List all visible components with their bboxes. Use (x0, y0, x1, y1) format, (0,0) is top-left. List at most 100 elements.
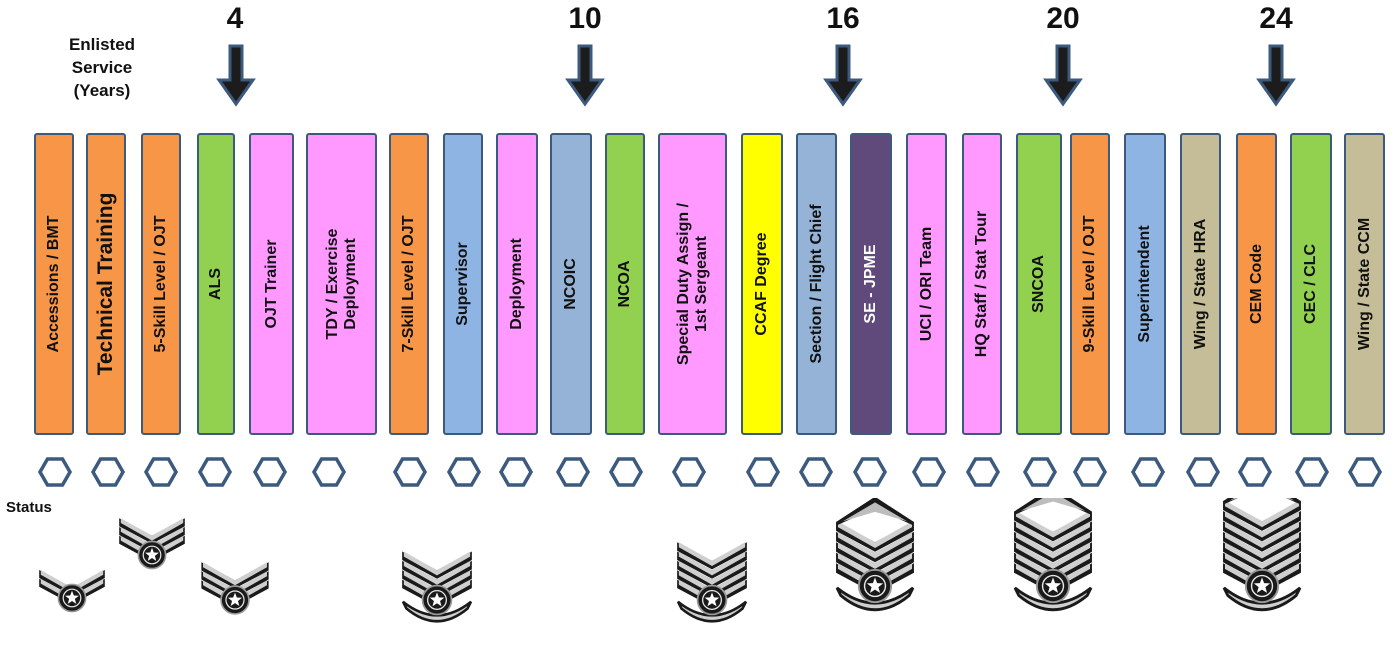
stage-label-line: NCOIC (562, 258, 580, 310)
status-hexagon-icon (392, 457, 428, 487)
status-hexagon-icon (745, 457, 781, 487)
stage-label: ALS (207, 268, 225, 300)
stage-label-line: SNCOA (1030, 255, 1048, 313)
stage-bar: Technical Training (86, 133, 126, 435)
status-hexagon-icon (1294, 457, 1330, 487)
stage-bar: 9-Skill Level / OJT (1070, 133, 1110, 435)
stage-label: Accessions / BMT (45, 216, 63, 353)
status-hexagon-icon (1022, 457, 1058, 487)
stage-label-line: Section / Flight Chief (807, 204, 825, 364)
status-hexagon-icon (555, 457, 591, 487)
stage-label: Section / Flight Chief (808, 204, 826, 363)
stage-bar: Special Duty Assign /1st Sergeant (658, 133, 727, 435)
master-sergeant-insignia (676, 542, 748, 623)
stage-label: UCI / ORI Team (918, 227, 936, 341)
status-hexagon-icon (311, 457, 347, 487)
status-hexagons (37, 457, 1383, 487)
year-marker-4: 4 (226, 2, 244, 35)
down-arrow-icon (565, 44, 605, 107)
stage-label: Wing / State HRA (1192, 219, 1210, 350)
stage-label: Technical Training (94, 193, 118, 376)
stage-bar: Wing / State HRA (1180, 133, 1221, 435)
stage-label: 9-Skill Level / OJT (1081, 216, 1099, 353)
stage-label: Supervisor (454, 242, 472, 326)
status-hexagon-icon (911, 457, 947, 487)
stage-label-line: CCAF Degree (753, 232, 771, 336)
stage-bar: OJT Trainer (249, 133, 294, 435)
stage-bar: CCAF Degree (741, 133, 783, 435)
stage-label-line: OJT Trainer (262, 239, 280, 329)
down-arrow-icon (216, 44, 256, 107)
status-hexagon-icon (1130, 457, 1166, 487)
stage-bar: SE - JPME (850, 133, 892, 435)
stage-bar: Accessions / BMT (34, 133, 74, 435)
stage-label-line: 7-Skill Level / OJT (400, 215, 418, 353)
status-hexagon-icon (608, 457, 644, 487)
service-label-line-3: (Years) (73, 80, 131, 100)
stage-label-line: Technical Training (94, 192, 118, 376)
stage-label-line: HQ Staff / Stat Tour (973, 210, 991, 358)
status-hexagon-icon (798, 457, 834, 487)
status-hexagon-icon (1185, 457, 1221, 487)
status-hexagon-icon (852, 457, 888, 487)
status-hexagon-icon (1347, 457, 1383, 487)
stage-bar: CEC / CLC (1290, 133, 1332, 435)
stage-bar: UCI / ORI Team (906, 133, 947, 435)
stage-bar: 5-Skill Level / OJT (141, 133, 181, 435)
senior-airman-insignia (119, 518, 185, 570)
status-hexagon-icon (1237, 457, 1273, 487)
stage-label-line: CEM Code (1247, 244, 1265, 324)
stage-label: HQ Staff / Stat Tour (973, 211, 991, 357)
down-arrow-icon (1043, 44, 1083, 107)
stage-label: 5-Skill Level / OJT (152, 216, 170, 353)
service-label-line-2: Service (71, 57, 133, 77)
stage-label-line: Special Duty Assign / (674, 202, 692, 366)
stage-label-line: CEC / CLC (1302, 244, 1320, 324)
stage-label-line: NCOA (616, 260, 634, 308)
year-arrows (216, 44, 1296, 107)
status-label: Status (6, 499, 52, 516)
stage-label-line: Deployment (341, 238, 359, 330)
stage-label-line: SE - JPME (862, 244, 880, 324)
stage-label-line: Supervisor (454, 242, 472, 326)
staff-sergeant-insignia (201, 562, 269, 615)
down-arrow-icon (1256, 44, 1296, 107)
stage-label: NCOA (616, 260, 634, 307)
stage-bar: NCOIC (550, 133, 592, 435)
down-arrow-icon (823, 44, 863, 107)
stage-bar: Supervisor (443, 133, 483, 435)
stage-bar: NCOA (605, 133, 645, 435)
airman-first-class-insignia (39, 570, 105, 613)
stage-label-line: Wing / State HRA (1191, 218, 1209, 350)
stage-label-line: Superintendent (1136, 225, 1154, 343)
status-hexagon-icon (252, 457, 288, 487)
status-hexagon-icon (197, 457, 233, 487)
stage-label-line: 1st Sergeant (692, 235, 710, 333)
stage-bar: HQ Staff / Stat Tour (962, 133, 1002, 435)
stage-bar: ALS (197, 133, 235, 435)
stage-label: SE - JPME (862, 244, 880, 323)
status-hexagon-icon (446, 457, 482, 487)
stage-bar: Deployment (496, 133, 538, 435)
year-marker-16: 16 (826, 2, 860, 35)
stage-label: OJT Trainer (263, 240, 281, 329)
service-years-label: Enlisted Service (Years) (40, 34, 164, 103)
stage-bar: SNCOA (1016, 133, 1062, 435)
status-hexagon-icon (143, 457, 179, 487)
stage-label-line: Accessions / BMT (45, 215, 63, 353)
service-label-line-1: Enlisted (68, 35, 136, 54)
status-hexagon-icon (1072, 457, 1108, 487)
stage-label-line: TDY / Exercise (323, 228, 341, 340)
stage-label: 7-Skill Level / OJT (400, 216, 418, 353)
stage-label: Deployment (508, 238, 526, 330)
stage-label-line: 9-Skill Level / OJT (1081, 215, 1099, 353)
status-hexagon-icon (37, 457, 73, 487)
status-hexagon-icon (498, 457, 534, 487)
stage-bar: Superintendent (1124, 133, 1166, 435)
rank-insignia-row (39, 498, 1302, 623)
stage-label: Special Duty Assign /1st Sergeant (675, 203, 711, 365)
stage-label: CCAF Degree (753, 232, 771, 335)
